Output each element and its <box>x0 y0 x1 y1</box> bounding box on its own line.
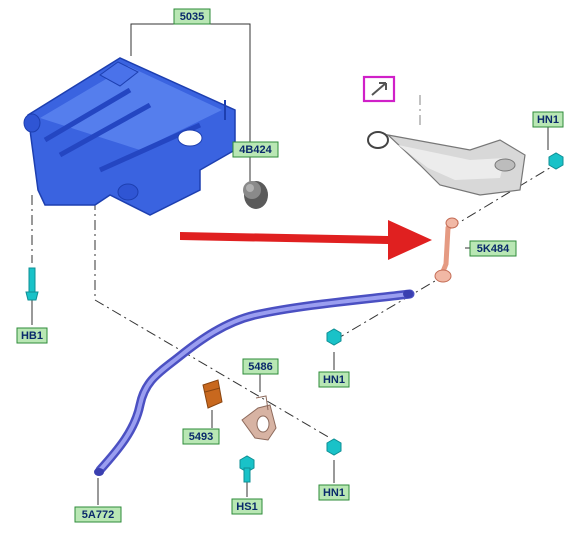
label-HB1: HB1 <box>16 327 48 344</box>
svg-text:5486: 5486 <box>248 361 272 373</box>
label-5493: 5493 <box>182 428 220 445</box>
arrow-up-right-icon <box>371 82 387 96</box>
label-5486: 5486 <box>242 358 279 375</box>
nut-bottom-right <box>326 438 342 456</box>
label-HN1-top: HN1 <box>532 111 564 128</box>
svg-text:4B424: 4B424 <box>239 144 272 156</box>
nut-mid <box>326 328 342 346</box>
nut-top-right <box>548 152 564 170</box>
svg-text:HB1: HB1 <box>21 330 43 342</box>
svg-text:HS1: HS1 <box>236 501 257 513</box>
reference-box <box>362 75 396 103</box>
bracket <box>241 395 277 441</box>
leader-lines <box>31 23 554 505</box>
insulator <box>202 379 223 409</box>
bolt-hs1 <box>239 455 255 483</box>
highlight-arrow <box>180 220 432 260</box>
label-HS1: HS1 <box>231 498 263 515</box>
subframe <box>23 57 236 216</box>
label-4B424: 4B424 <box>232 141 279 158</box>
svg-text:5K484: 5K484 <box>477 243 510 255</box>
stabilizer-link <box>434 217 459 283</box>
bolt-hb1 <box>25 267 39 301</box>
svg-text:HN1: HN1 <box>323 374 345 386</box>
label-HN1-bottom: HN1 <box>318 484 350 501</box>
label-5K484: 5K484 <box>469 240 517 257</box>
svg-text:HN1: HN1 <box>537 114 559 126</box>
label-5035: 5035 <box>173 8 211 25</box>
label-HN1-mid: HN1 <box>318 371 350 388</box>
label-5A772: 5A772 <box>74 506 122 523</box>
bushing <box>243 181 268 209</box>
svg-text:5493: 5493 <box>189 431 213 443</box>
stabilizer-bar <box>94 289 415 476</box>
svg-text:HN1: HN1 <box>323 487 345 499</box>
svg-text:5A772: 5A772 <box>82 509 114 521</box>
knuckle <box>367 131 526 196</box>
svg-text:5035: 5035 <box>180 11 204 23</box>
